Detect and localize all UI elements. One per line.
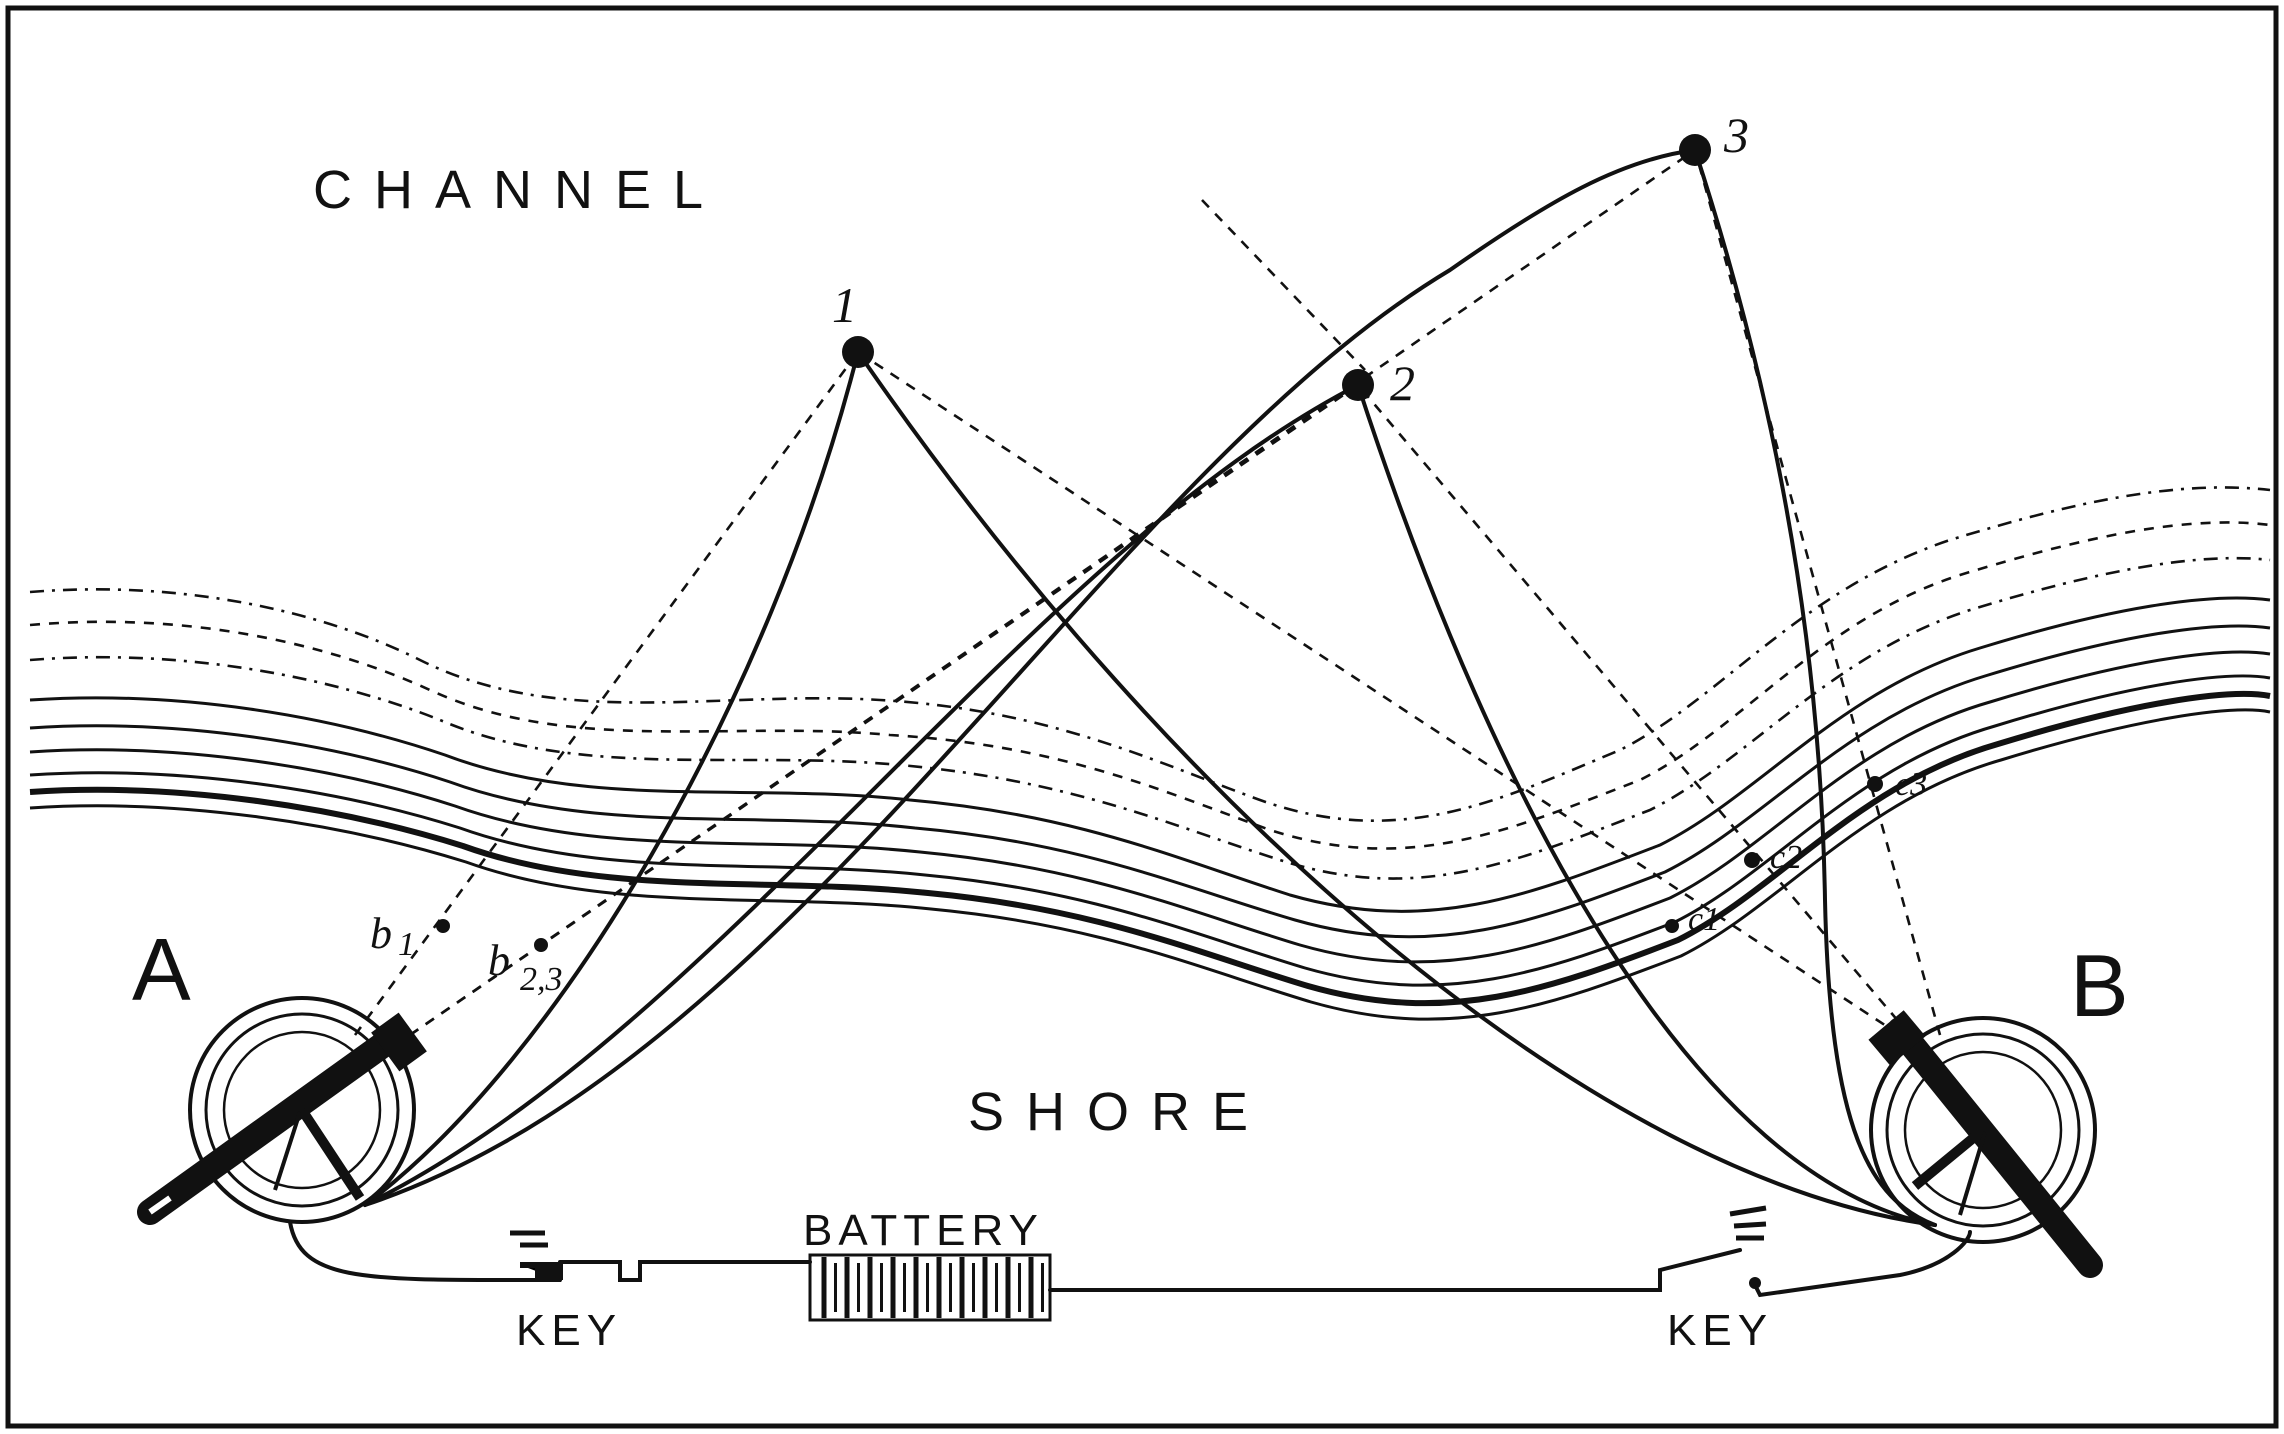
point-3-marker — [1679, 134, 1711, 166]
station-b-label: B — [2070, 936, 2129, 1035]
station-a-label: A — [132, 920, 191, 1019]
point-1-label: 1 — [832, 277, 857, 333]
observation-points: 1 2 3 — [832, 107, 1749, 411]
c1-label: c1 — [1688, 901, 1720, 938]
station-a-instrument — [137, 996, 427, 1225]
b1-subscript: 1 — [398, 926, 415, 963]
battery-cells — [808, 1253, 1052, 1322]
right-telegraph-key — [1729, 1205, 1767, 1289]
c3-label: c3 — [1895, 766, 1927, 803]
shore-label: SHORE — [968, 1082, 1270, 1142]
c2-label: c2 — [1770, 839, 1802, 876]
key-left-label: KEY — [516, 1306, 622, 1355]
circuit-wiring — [288, 1220, 1972, 1298]
sighting-points: b 1 b 2,3 c1 c2 c3 — [370, 766, 1927, 998]
point-1-marker — [842, 336, 874, 368]
cables — [363, 148, 1937, 1227]
shoreline-contours — [29, 486, 2271, 1021]
sight-lines — [353, 148, 1942, 1037]
station-b-instrument — [1868, 1010, 2103, 1278]
b1-label: b — [370, 909, 392, 958]
left-telegraph-key — [510, 1230, 563, 1282]
point-2-label: 2 — [1390, 355, 1415, 411]
b23-label: b — [488, 936, 510, 985]
channel-label: CHANNEL — [313, 160, 725, 220]
b23-subscript: 2,3 — [520, 961, 563, 998]
battery-label: BATTERY — [803, 1206, 1044, 1255]
point-2-marker — [1342, 369, 1374, 401]
key-right-label: KEY — [1667, 1306, 1773, 1355]
point-3-label: 3 — [1723, 107, 1749, 163]
frame-border — [5, 5, 2279, 1429]
